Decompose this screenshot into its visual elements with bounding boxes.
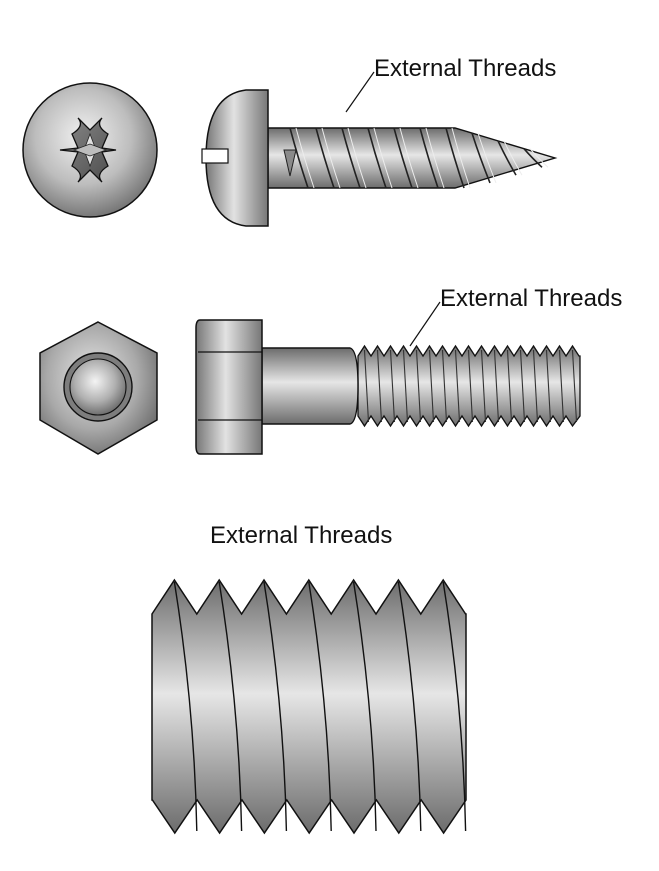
- cap-screw-thread-line: [428, 349, 435, 423]
- thread-closeup-helix-line: [352, 581, 377, 832]
- wood-screw-thread-line: [315, 127, 335, 189]
- wood-screw-end-view: [22, 82, 158, 218]
- cap-screw-thread-line: [467, 349, 474, 423]
- cap-screw-thread-line: [441, 349, 448, 423]
- thread-closeup-figure: External Threads: [151, 522, 467, 835]
- cap-screw-thread-line: [493, 349, 500, 423]
- wood-screw-thread-line: [523, 148, 543, 168]
- wood-screw-thread-highlight: [295, 127, 315, 189]
- wood-screw-thread-highlight: [529, 148, 549, 168]
- cap-screw-thread-line: [376, 349, 383, 423]
- wood-screw-side-view: [201, 89, 558, 227]
- thread-closeup-helix-line: [308, 581, 332, 832]
- cap-screw-thread-line: [454, 349, 461, 423]
- cap-screw-thread-line: [571, 349, 578, 423]
- cap-screw-thread-line: [480, 349, 487, 423]
- wood-screw-callout: External Threads: [345, 55, 556, 113]
- wood-screw-thread-highlight: [425, 127, 445, 189]
- wood-screw-thread-highlight: [321, 127, 341, 189]
- cap-screw-head: [195, 319, 263, 455]
- wood-screw-shank: [267, 127, 558, 189]
- wood-screw-threads-label: External Threads: [374, 55, 556, 82]
- wood-screw-thread-highlight: [451, 127, 471, 189]
- cap-screw-side-view: [195, 319, 581, 455]
- cap-screw-thread-line: [519, 349, 526, 423]
- thread-closeup-helix-line: [173, 581, 198, 832]
- wood-screw-thread-highlight: [477, 132, 497, 184]
- cap-screw-shank: [261, 347, 359, 425]
- cap-screw-thread-line: [389, 349, 396, 423]
- cap-screw-thread-line: [402, 349, 409, 423]
- cap-screw-threads-label: External Threads: [440, 285, 622, 312]
- hex-socket-icon: [63, 352, 133, 422]
- wood-screw-leader-line: [345, 71, 375, 113]
- wood-screw-thread-line: [289, 127, 309, 189]
- cap-screw-thread-line: [415, 349, 422, 423]
- wood-screw-thread-line: [471, 132, 491, 184]
- thread-closeup-helix-line: [397, 581, 422, 832]
- wood-screw-groove: [283, 149, 297, 177]
- thread-closeup-helix-line: [263, 581, 288, 832]
- wood-screw-thread-highlight: [373, 127, 393, 189]
- cap-screw-end-view: [39, 321, 158, 455]
- cap-screw-callout: External Threads: [409, 285, 622, 347]
- cap-screw-leader-line: [409, 301, 441, 347]
- cap-screw-thread-lines: [363, 349, 578, 423]
- thread-closeup-helix-line: [442, 581, 467, 832]
- wood-screw-thread-line: [419, 127, 439, 189]
- wood-screw-thread-highlight: [347, 127, 367, 189]
- cap-screw-thread-line: [558, 349, 565, 423]
- cap-screw-thread-line: [506, 349, 513, 423]
- cap-screw-threaded-section: [357, 344, 581, 428]
- cap-screw-thread-line: [545, 349, 552, 423]
- thread-closeup-helix-lines: [173, 581, 467, 832]
- wood-screw-thread-highlight: [503, 140, 523, 176]
- wood-screw-thread-line: [445, 127, 465, 189]
- wood-screw-thread-line: [497, 140, 517, 176]
- wood-screw-slot: [201, 148, 229, 164]
- wood-screw-thread-highlight: [399, 127, 419, 189]
- phillips-head-icon: [59, 117, 117, 183]
- cap-screw-thread-line: [532, 349, 539, 423]
- thread-closeup-label: External Threads: [210, 522, 392, 549]
- wood-screw-thread-line: [341, 127, 361, 189]
- wood-screw-thread-line: [367, 127, 387, 189]
- wood-screw-thread-line: [393, 127, 413, 189]
- thread-closeup-helix-line: [218, 581, 243, 832]
- wood-screw-head: [201, 89, 269, 227]
- wood-screw-thread-lines: [283, 127, 549, 189]
- cap-screw-thread-line: [363, 349, 370, 423]
